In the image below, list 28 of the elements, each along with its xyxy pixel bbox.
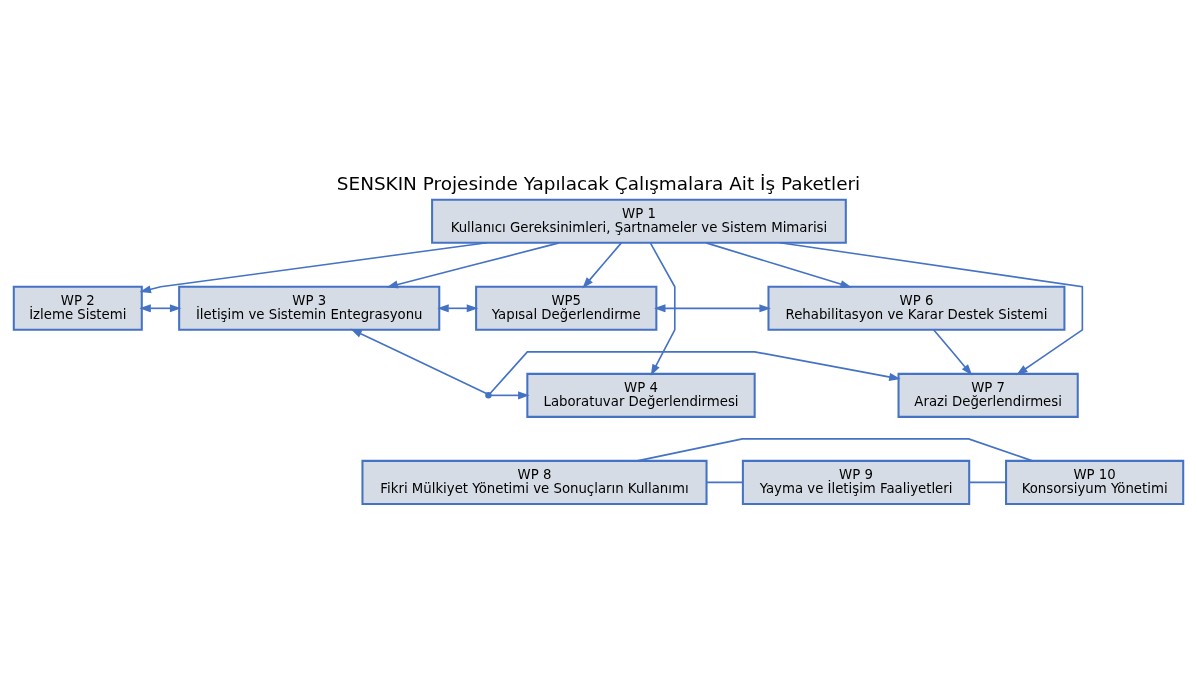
arrow xyxy=(649,241,676,376)
arrow xyxy=(490,390,530,399)
node-box: WP 7 Arazi Değerlendirmesi xyxy=(897,372,1079,418)
arrow xyxy=(654,303,771,312)
arrow xyxy=(489,350,901,394)
arrow xyxy=(933,328,973,376)
node-box: WP 10 Konsorsiyum Yönetimi xyxy=(1005,459,1185,505)
node-box: WP 9 Yayma ve İletişim Faaliyetleri xyxy=(741,459,971,505)
node-box: WP 8 Fikri Mülkiyet Yönetimi ve Sonuçların Kullanımı xyxy=(361,459,708,505)
node-box: WP 2 İzleme Sistemi xyxy=(12,285,143,331)
node-box: WP5 Yapısal Değerlendirme xyxy=(475,285,658,331)
node-box: WP 6 Rehabilitasyon ve Karar Destek Sistemi xyxy=(767,285,1066,331)
diagram-title: SENSKIN Projesinde Yapılacak Çalışmalara Ait İş Paketleri xyxy=(336,172,861,194)
arrow xyxy=(350,328,488,394)
connector xyxy=(636,437,1034,462)
node-box: WP 1 Kullanıcı Gereksinimleri, Şartnameler ve Sistem Mimarisi xyxy=(431,198,847,244)
connector xyxy=(968,481,1007,483)
arrow xyxy=(386,241,560,288)
arrow xyxy=(582,241,623,288)
arrow xyxy=(437,303,479,312)
arrow xyxy=(779,241,1084,375)
node-box: WP 3 İletişim ve Sistemin Entegrasyonu xyxy=(178,285,441,331)
node-point xyxy=(485,391,492,399)
node-box: WP 4 Laboratuvar Değerlendirmesi xyxy=(526,372,756,418)
arrow xyxy=(139,303,182,312)
arrow xyxy=(139,241,488,293)
connector xyxy=(706,481,744,483)
arrow xyxy=(705,241,852,288)
